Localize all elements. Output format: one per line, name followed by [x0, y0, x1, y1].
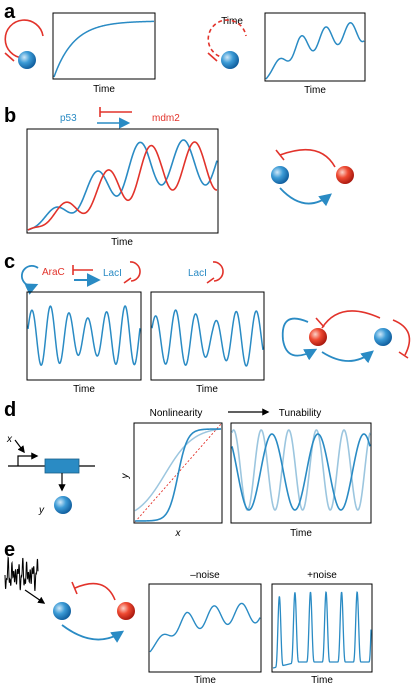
plot-d1-light-curve [134, 428, 222, 512]
red-node [117, 602, 135, 620]
promoter-arrow [17, 452, 39, 466]
plot-c1-xlabel: Time [73, 384, 95, 395]
plot-c1-trace [27, 305, 141, 367]
plot-c2-frame [150, 291, 265, 381]
repression-arc [74, 582, 116, 601]
output-label-y: y [38, 505, 45, 516]
activation-arc [61, 624, 125, 643]
delayed-repression-motif: Time [207, 16, 247, 69]
panel-e: e –noise Time +noise Time [4, 539, 373, 685]
repression-arc [279, 148, 336, 168]
plot-e2-trace [272, 591, 372, 669]
repression-bar [206, 277, 215, 284]
panel-letter-a: a [4, 1, 16, 23]
plot-c2-trace [151, 309, 264, 367]
plot-e1-trace [149, 602, 261, 653]
heading-tunability: Tunability [279, 408, 321, 419]
plot-d1-frame [133, 422, 223, 524]
negative-feedback-motif [271, 148, 354, 207]
plot-d2-dark-trace [231, 433, 371, 511]
gene-box [44, 458, 80, 474]
arac-self-activation [20, 265, 39, 295]
noise-input-trace [4, 555, 39, 591]
plot-e2-title: +noise [307, 570, 337, 581]
plot-b-frame [26, 128, 219, 234]
plot-a1-curve [53, 20, 155, 78]
repression-bar [71, 581, 78, 595]
self-repression-motif [4, 19, 44, 69]
panel-c: c AraC LacI LacI Time Time [4, 251, 411, 395]
plot-d1-xlabel: x [175, 528, 182, 539]
plot-d2-light-trace [231, 429, 371, 511]
panel-letter-b: b [4, 105, 16, 127]
plot-c1-frame [26, 291, 142, 381]
blue-node [53, 602, 71, 620]
plot-a2-xlabel: Time [304, 85, 326, 96]
noise-arrow [24, 589, 46, 604]
gene-label-arac: AraC [42, 267, 65, 278]
plot-a1-xlabel: Time [93, 84, 115, 95]
repression-bar [123, 277, 132, 284]
gene-label-laci-2: LacI [188, 268, 207, 279]
plot-d1-ylabel: y [120, 473, 131, 480]
plot-d2-frame [230, 422, 372, 524]
input-label-x: x [6, 434, 13, 445]
gene-label-laci: LacI [103, 268, 122, 279]
plot-a1-frame [52, 12, 156, 80]
plot-e2-xlabel: Time [311, 675, 333, 685]
blue-node [221, 51, 239, 69]
panel-letter-e: e [4, 539, 15, 561]
laci-self-repression [392, 319, 411, 356]
repression-bar [275, 149, 285, 161]
plot-a2-curve [265, 22, 365, 80]
panel-letter-d: d [4, 399, 16, 421]
repression-arc [321, 310, 381, 329]
plot-d2-xlabel: Time [290, 528, 312, 539]
heading-nonlinearity: Nonlinearity [150, 408, 203, 419]
panel-a: a Time Time Time [4, 1, 366, 96]
plot-d1-sigmoid-curve [135, 428, 221, 522]
delayed-repression-bar [207, 52, 218, 62]
dual-feedback-motif [281, 310, 411, 364]
plot-e1-xlabel: Time [194, 675, 216, 685]
repression-bar [4, 52, 15, 62]
plot-b-mdm2-trace [27, 141, 217, 231]
plot-b-xlabel: Time [111, 237, 133, 248]
noisy-feedback-motif [53, 581, 135, 643]
blue-node [54, 496, 72, 514]
panel-letter-c: c [4, 251, 15, 273]
panel-b: b p53 mdm2 Time [4, 105, 354, 248]
plot-a2-frame [264, 12, 366, 82]
gene-label-p53: p53 [60, 113, 77, 124]
arac-self-activation [281, 317, 318, 361]
repression-loop-arc [4, 19, 44, 59]
repression-bar [315, 317, 325, 328]
panel-d: d x y Nonlinearity Tunability y x Time [4, 399, 372, 539]
plot-e1-frame [148, 583, 262, 673]
laci-self-repression-2 [212, 261, 224, 282]
activation-arc [279, 187, 332, 207]
blue-node [18, 51, 36, 69]
red-node [336, 166, 354, 184]
blue-node [374, 328, 392, 346]
blue-node [271, 166, 289, 184]
plot-b-p53-trace [27, 139, 218, 231]
red-node [309, 328, 327, 346]
gene-label-mdm2: mdm2 [152, 113, 180, 124]
laci-self-repression [129, 261, 141, 282]
input-arrow [14, 439, 25, 454]
repression-bar [398, 351, 409, 359]
plot-e2-frame [271, 583, 373, 673]
delayed-repression-arc [207, 19, 247, 59]
plot-e1-title: –noise [190, 570, 220, 581]
gene-circuit-schematic: x y [6, 434, 95, 516]
plot-c2-xlabel: Time [196, 384, 218, 395]
activation-arc [321, 350, 374, 364]
